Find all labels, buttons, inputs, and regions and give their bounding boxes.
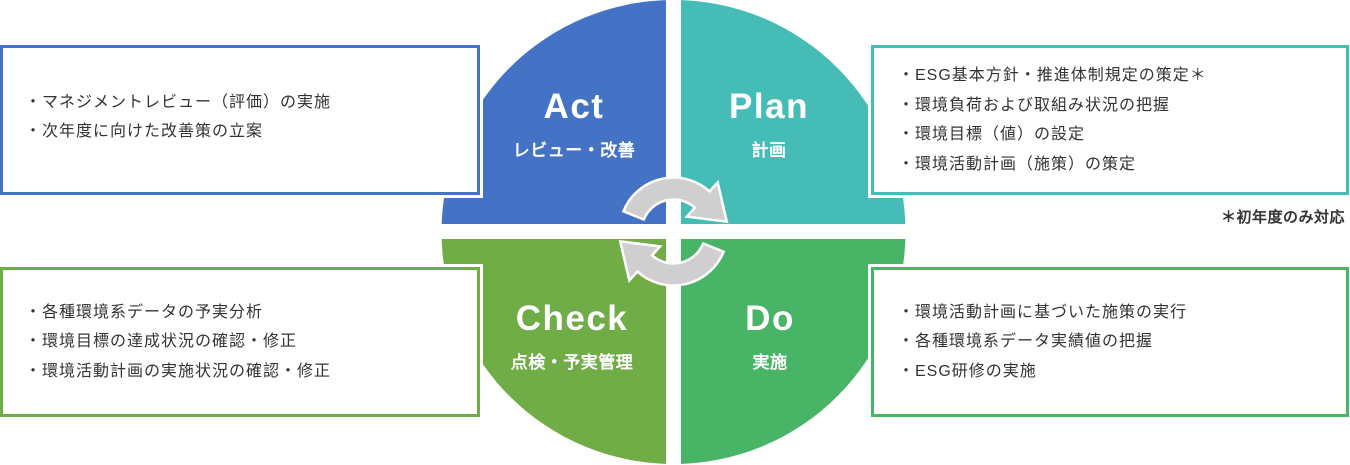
do-item-list: ・環境活動計画に基づいた施策の実行 ・各種環境系データ実績値の把握 ・ESG研修…	[898, 298, 1346, 387]
plan-item: ・環境目標（値）の設定	[898, 126, 1086, 143]
phase-label-check: Check 点検・予実管理	[462, 299, 682, 373]
phase-title-do: Do	[745, 299, 795, 338]
plan-detail-box: ・ESG基本方針・推進体制規定の策定＊ ・環境負荷および取組み状況の把握 ・環境…	[871, 45, 1349, 195]
phase-subtitle-act: レビュー・改善	[512, 141, 636, 160]
check-item: ・環境目標の達成状況の確認・修正	[25, 333, 298, 351]
phase-label-do: Do 実施	[660, 299, 880, 373]
do-item: ・環境活動計画に基づいた施策の実行	[898, 303, 1188, 321]
act-item-list: ・マネジメントレビュー（評価）の実施 ・次年度に向けた改善策の立案	[25, 88, 477, 147]
plan-item: ・環境負荷および取組み状況の把握	[898, 96, 1171, 114]
phase-title-check: Check	[515, 299, 629, 338]
phase-subtitle-do: 実施	[752, 353, 788, 372]
check-detail-box: ・各種環境系データの予実分析 ・環境目標の達成状況の確認・修正 ・環境活動計画の…	[0, 267, 480, 417]
phase-title-plan: Plan	[729, 87, 809, 126]
check-item: ・環境活動計画の実施状況の確認・修正	[25, 362, 332, 380]
circular-arrows-icon	[618, 176, 729, 287]
plan-item: ・ESG基本方針・推進体制規定の策定＊	[898, 67, 1207, 84]
horizontal-divider	[0, 224, 1350, 239]
quadrant-plan	[673, 0, 906, 232]
plan-item: ・環境活動計画（施策）の策定	[898, 155, 1137, 173]
do-item: ・ESG研修の実施	[898, 362, 1037, 380]
quadrant-act	[441, 0, 674, 232]
phase-subtitle-plan: 計画	[751, 141, 787, 160]
quadrant-check	[441, 232, 674, 464]
quadrant-do	[673, 232, 906, 464]
plan-item-list: ・ESG基本方針・推進体制規定の策定＊ ・環境負荷および取組み状況の把握 ・環境…	[898, 61, 1346, 179]
act-item: ・マネジメントレビュー（評価）の実施	[25, 93, 332, 111]
act-detail-box: ・マネジメントレビュー（評価）の実施 ・次年度に向けた改善策の立案	[0, 45, 480, 195]
phase-subtitle-check: 点検・予実管理	[510, 353, 634, 372]
check-item-list: ・各種環境系データの予実分析 ・環境目標の達成状況の確認・修正 ・環境活動計画の…	[25, 298, 477, 387]
do-item: ・各種環境系データ実績値の把握	[898, 333, 1154, 351]
cycle-arrow-bottom-icon	[618, 239, 726, 287]
footnote: ＊初年度のみ対応	[1220, 209, 1345, 226]
check-item: ・各種環境系データの予実分析	[25, 303, 264, 321]
phase-label-act: Act レビュー・改善	[464, 87, 684, 161]
do-detail-box: ・環境活動計画に基づいた施策の実行 ・各種環境系データ実績値の把握 ・ESG研修…	[871, 267, 1349, 417]
act-item: ・次年度に向けた改善策の立案	[25, 123, 264, 140]
phase-title-act: Act	[543, 87, 605, 126]
cycle-arrow-top-icon	[621, 176, 729, 224]
phase-label-plan: Plan 計画	[659, 87, 879, 161]
